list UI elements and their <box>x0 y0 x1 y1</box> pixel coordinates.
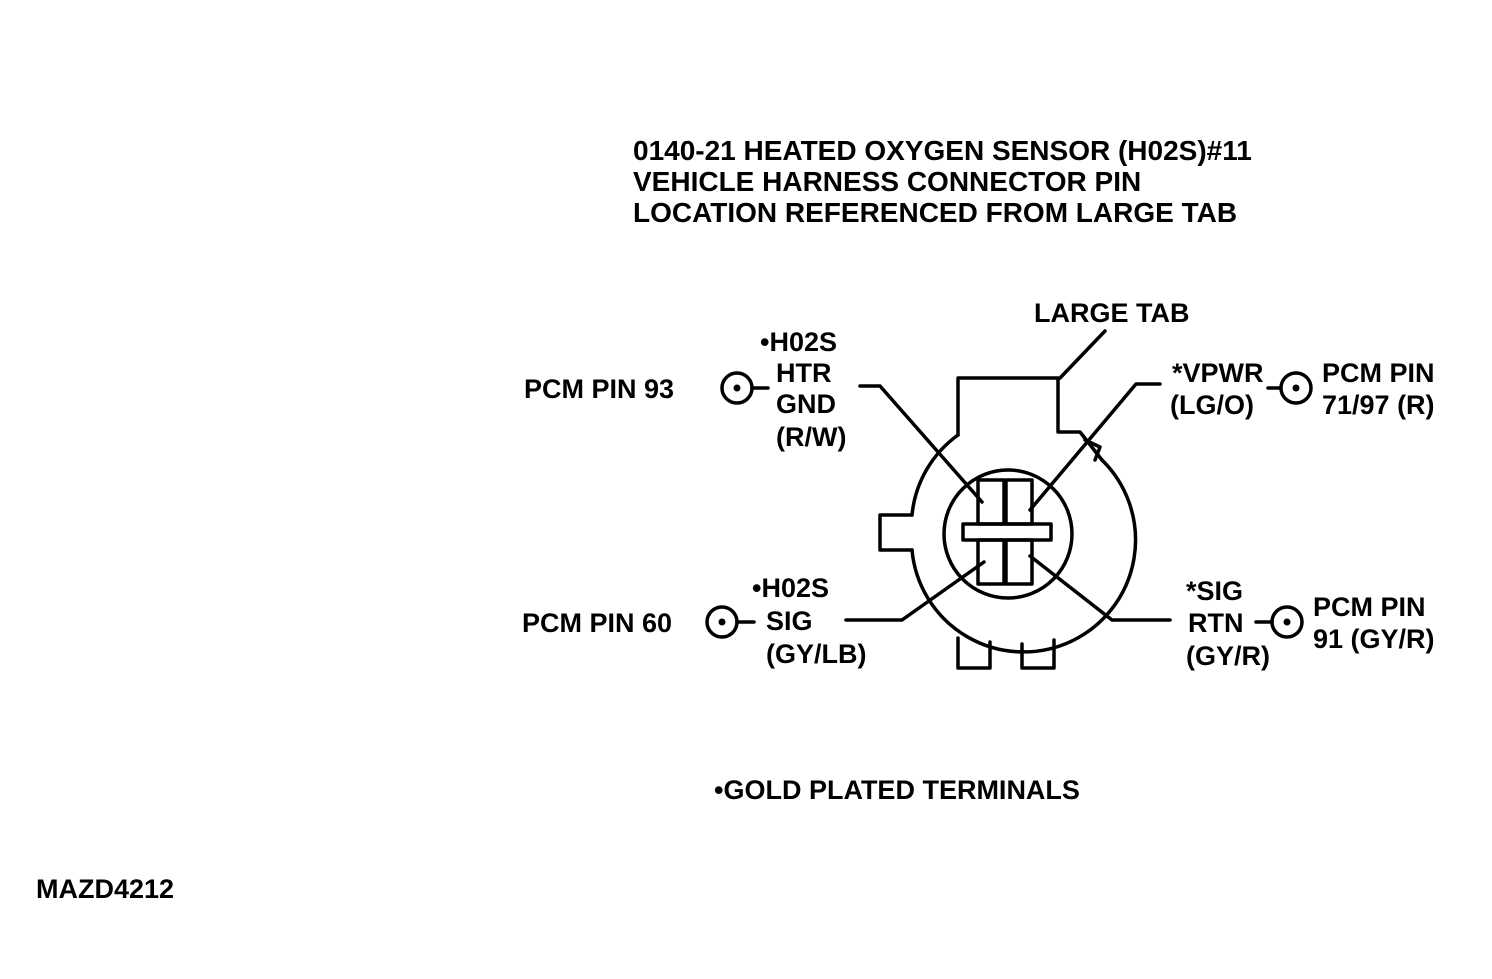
terminal-top-right <box>1004 478 1034 526</box>
wire-label-line: *SIG <box>1186 576 1243 606</box>
wire-label-line: *VPWR <box>1172 358 1264 388</box>
pcm-pin-91-terminal-icon <box>1270 605 1304 639</box>
large-tab-label: LARGE TAB <box>1034 298 1190 328</box>
pcm-pin-91-label: PCM PIN <box>1313 592 1426 622</box>
title-line-3: LOCATION REFERENCED FROM LARGE TAB <box>633 197 1237 228</box>
pcm-pin-91-label: 91 (GY/R) <box>1313 624 1435 654</box>
connector-body <box>878 376 1138 670</box>
leader-sig-rtn <box>1028 554 1172 622</box>
wire-label-line: RTN <box>1188 608 1244 638</box>
figure-id: MAZD4212 <box>36 874 174 904</box>
pcm-pin-93-label: PCM PIN 93 <box>524 374 674 404</box>
terminal-bottom-right <box>1004 538 1034 586</box>
pin-h02s-sig: PCM PIN 60 •H02S SIG (GY/LB) <box>522 560 986 669</box>
title-line-1: 0140-21 HEATED OXYGEN SENSOR (H02S)#11 <box>633 135 1252 166</box>
footnote: •GOLD PLATED TERMINALS <box>714 775 1080 805</box>
wire-label-line: (LG/O) <box>1170 390 1254 420</box>
wire-label-line: HTR <box>776 358 832 388</box>
foot-left <box>956 636 992 670</box>
pcm-pin-71-97-label: PCM PIN <box>1322 358 1435 388</box>
pin-htr-gnd: PCM PIN 93 •H02S HTR GND (R/W) <box>524 327 984 504</box>
wire-label-line: SIG <box>766 606 813 636</box>
foot-right <box>1020 638 1056 670</box>
terminal-crossbar <box>961 522 1053 542</box>
wire-label-line: •H02S <box>760 327 837 357</box>
wire-label-line: (GY/LB) <box>766 639 867 669</box>
wire-label-line: GND <box>776 389 836 419</box>
leader-vpwr <box>1028 382 1162 512</box>
wire-label-line: (R/W) <box>776 422 846 452</box>
terminal-bottom-left <box>976 538 1006 586</box>
pcm-pin-60-label: PCM PIN 60 <box>522 608 672 638</box>
inner-circle <box>942 468 1074 600</box>
large-tab-leader <box>1058 329 1107 380</box>
pcm-pin-71-97-label: 71/97 (R) <box>1322 390 1435 420</box>
pcm-pin-71-97-terminal-icon <box>1279 371 1313 405</box>
leader-h02s-sig <box>844 560 986 622</box>
wire-label-line: •H02S <box>752 573 829 603</box>
title-line-2: VEHICLE HARNESS CONNECTOR PIN <box>633 166 1141 197</box>
wire-label-line: (GY/R) <box>1186 641 1270 671</box>
pin-vpwr: *VPWR (LG/O) PCM PIN 71/97 (R) <box>1028 358 1435 512</box>
leader-htr-gnd <box>858 384 984 504</box>
pin-sig-rtn: *SIG RTN (GY/R) PCM PIN 91 (GY/R) <box>1028 554 1435 671</box>
